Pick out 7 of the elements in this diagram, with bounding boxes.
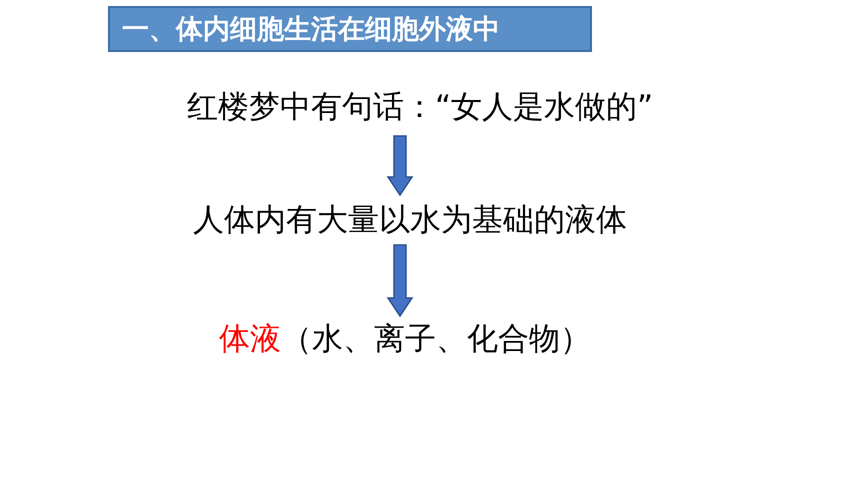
statement-text: 红楼梦中有句话：“女人是水做的” [130, 78, 710, 136]
title-banner: 一、体内细胞生活在细胞外液中 [108, 6, 592, 52]
term-detail: （水、离子、化合物） [281, 320, 591, 359]
highlighted-term: 体液 [219, 320, 281, 359]
down-arrow [386, 135, 414, 196]
down-arrow [386, 244, 414, 318]
statement-text: 人体内有大量以水为基础的液体 [150, 195, 670, 245]
